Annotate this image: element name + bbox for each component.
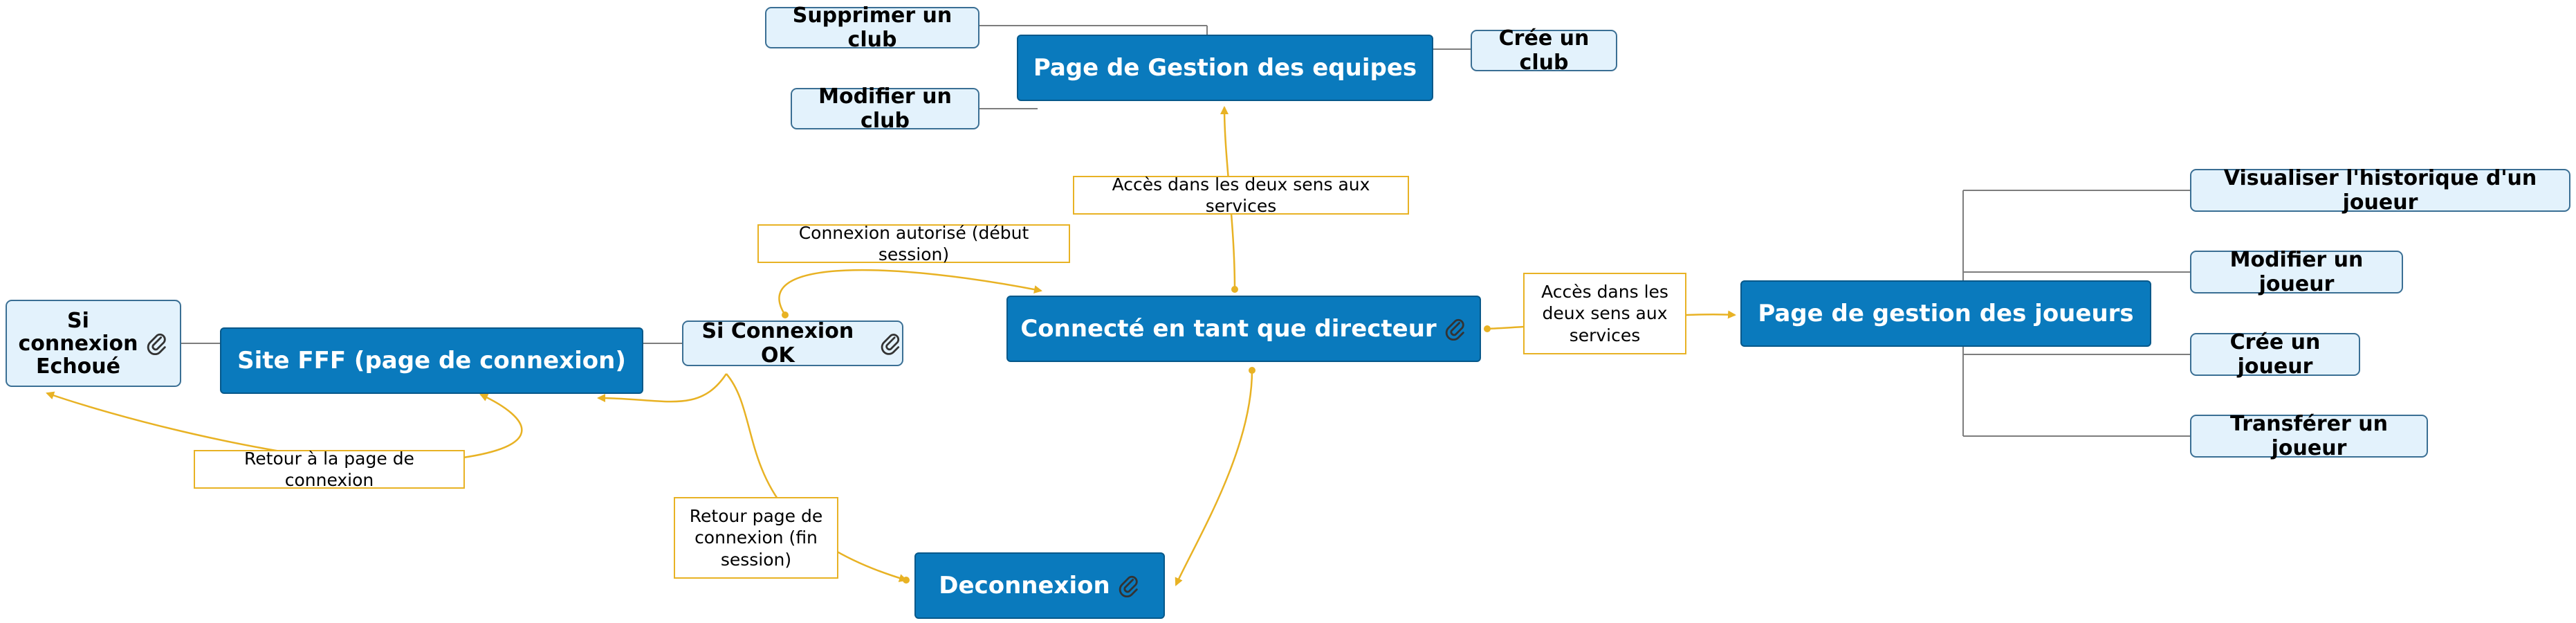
node-modifier-joueur[interactable]: Modifier un joueur bbox=[2190, 248, 2403, 296]
connector-retour-fin-session bbox=[726, 373, 908, 582]
node-gestion-equipes[interactable]: Page de Gestion des equipes bbox=[1017, 35, 1433, 101]
label-text: Retour à la page de connexion bbox=[244, 448, 414, 490]
node-supprimer-club[interactable]: Supprimer un club bbox=[765, 3, 979, 52]
connector-dot bbox=[1249, 367, 1255, 374]
node-label: Si Connexion OK bbox=[701, 319, 854, 368]
node-label: Deconnexion bbox=[939, 572, 1110, 599]
label-retour-fin-session: Retour page de connexion (fin session) bbox=[674, 497, 838, 579]
node-cree-joueur[interactable]: Crée un joueur bbox=[2190, 330, 2360, 379]
connector-dot bbox=[903, 577, 910, 584]
connector-deconnexion bbox=[1175, 370, 1253, 586]
label-retour-page-connexion: Retour à la page de connexion bbox=[194, 448, 465, 490]
node-cree-club[interactable]: Crée un club bbox=[1471, 26, 1617, 75]
paperclip-icon bbox=[1445, 318, 1464, 341]
label-acces-joueurs: Accès dans les deux sens aux services bbox=[1523, 273, 1686, 354]
node-site-fff[interactable]: Site FFF (page de connexion) bbox=[220, 327, 643, 394]
label-text: Accès dans les deux sens aux services bbox=[1112, 174, 1370, 216]
paperclip-icon bbox=[881, 334, 899, 355]
node-label: Crée un club bbox=[1498, 26, 1590, 75]
node-label: Visualiser l'historique d'un joueur bbox=[2223, 166, 2537, 215]
node-label: Page de Gestion des equipes bbox=[1033, 54, 1417, 82]
node-label: Transférer un joueur bbox=[2230, 412, 2388, 460]
node-visualiser-historique[interactable]: Visualiser l'historique d'un joueur bbox=[2190, 166, 2570, 215]
label-acces-equipes: Accès dans les deux sens aux services bbox=[1073, 174, 1409, 216]
connector-connexion-autorise bbox=[778, 269, 1042, 316]
node-gestion-joueurs[interactable]: Page de gestion des joueurs bbox=[1740, 280, 2151, 347]
node-label: Page de gestion des joueurs bbox=[1758, 300, 2134, 327]
node-transferer-joueur[interactable]: Transférer un joueur bbox=[2190, 412, 2428, 460]
paperclip-icon bbox=[147, 333, 166, 355]
node-si-echoue[interactable]: Si connexion Echoué bbox=[6, 300, 181, 387]
connector-retour-fin-session-end bbox=[597, 373, 728, 403]
node-connecte-directeur[interactable]: Connecté en tant que directeur bbox=[1006, 296, 1481, 362]
connector-dot bbox=[1484, 325, 1491, 332]
node-label: Supprimer un club bbox=[792, 3, 953, 52]
node-modifier-club[interactable]: Modifier un club bbox=[791, 84, 979, 133]
node-label: Site FFF (page de connexion) bbox=[237, 347, 626, 374]
label-connexion-autorise: Connexion autorisé (début session) bbox=[757, 222, 1070, 264]
node-label: Connecté en tant que directeur bbox=[1020, 315, 1437, 343]
label-text: Retour page de connexion (fin session) bbox=[689, 506, 823, 570]
label-text: Accès dans les deux sens aux services bbox=[1541, 282, 1668, 345]
label-text: Connexion autorisé (début session) bbox=[798, 222, 1029, 264]
node-label: Modifier un club bbox=[818, 84, 952, 133]
connector-dot bbox=[782, 312, 789, 318]
connector-dot bbox=[1231, 286, 1238, 293]
node-deconnexion[interactable]: Deconnexion bbox=[914, 552, 1165, 619]
paperclip-icon bbox=[1119, 575, 1138, 597]
node-label: Crée un joueur bbox=[2229, 330, 2321, 379]
node-label: Si connexion Echoué bbox=[18, 308, 138, 379]
node-si-connexion-ok[interactable]: Si Connexion OK bbox=[682, 319, 903, 368]
node-label: Modifier un joueur bbox=[2229, 248, 2364, 296]
